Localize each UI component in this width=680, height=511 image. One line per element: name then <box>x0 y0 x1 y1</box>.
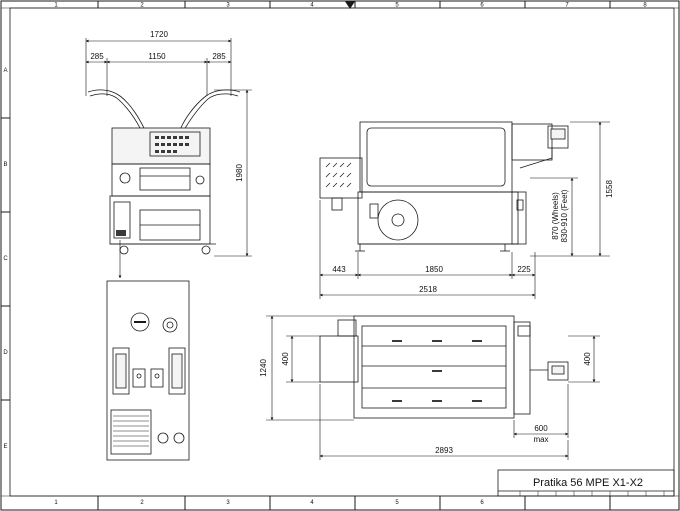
dim-side-right-offset: 225 <box>517 265 531 274</box>
dim-front-center-width: 1150 <box>148 52 166 61</box>
column-label-2: 2 <box>140 3 144 9</box>
dim-front-left-offset: 285 <box>90 52 104 61</box>
side-dimension-lines <box>319 121 610 299</box>
dim-top-console-offset: 600 <box>534 424 548 433</box>
column-label-4: 4 <box>310 3 314 9</box>
dim-side-total-height: 1558 <box>605 180 614 198</box>
row-label-d: D <box>3 350 8 356</box>
dim-front-total-width: 1720 <box>150 30 168 39</box>
dim-top-console-offset-unit: max <box>533 435 548 444</box>
row-label-a: A <box>3 68 7 74</box>
column-label-3-bottom: 3 <box>226 500 230 506</box>
dim-side-total-length: 2518 <box>419 285 437 294</box>
drawing-title: Pratika 56 MPE X1-X2 <box>533 477 643 489</box>
dim-top-right-depth: 400 <box>583 352 592 366</box>
dim-front-height: 1980 <box>235 164 244 182</box>
front-dimension-lines <box>85 38 252 279</box>
dim-side-left-offset: 443 <box>332 265 346 274</box>
row-label-e: E <box>3 444 7 450</box>
column-label-5-bottom: 5 <box>395 500 399 506</box>
column-label-7: 7 <box>565 3 569 9</box>
title-block <box>497 469 675 497</box>
dim-side-length: 1850 <box>425 265 443 274</box>
row-label-b: B <box>3 162 7 168</box>
row-label-c: C <box>3 256 8 262</box>
side-view <box>319 121 569 252</box>
dim-side-height-feet: 830-910 (Feet) <box>560 189 569 242</box>
dim-front-right-offset: 285 <box>212 52 226 61</box>
top-view <box>319 315 569 419</box>
dim-top-total-length: 2893 <box>435 446 453 455</box>
dim-side-height-wheels: 870 (Wheels) <box>551 192 560 240</box>
control-panel-detail <box>106 280 190 461</box>
column-label-6-bottom: 6 <box>480 500 484 506</box>
column-label-8: 8 <box>643 3 647 9</box>
column-label-3: 3 <box>226 3 230 9</box>
column-label-1: 1 <box>54 3 58 9</box>
column-label-1-bottom: 1 <box>54 500 58 506</box>
column-label-4-bottom: 4 <box>310 500 314 506</box>
column-label-5: 5 <box>395 3 399 9</box>
column-label-6: 6 <box>480 3 484 9</box>
column-label-2-bottom: 2 <box>140 500 144 506</box>
front-view <box>87 89 241 255</box>
top-dimension-lines <box>266 315 600 460</box>
dim-top-left-depth: 400 <box>281 352 290 366</box>
dim-top-height: 1240 <box>259 359 268 377</box>
